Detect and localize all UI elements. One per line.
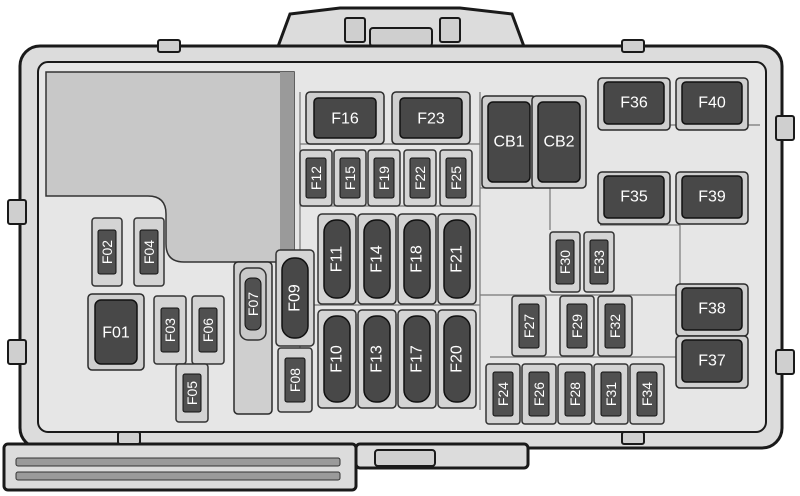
fuse-f17: F17: [397, 309, 437, 409]
fuse-f31-label: F31: [603, 382, 619, 406]
fuse-f05: F05: [175, 363, 209, 423]
fuse-f09-label: F09: [287, 284, 304, 312]
fuse-f26: F26: [521, 363, 557, 425]
fuse-f12-label: F12: [308, 166, 324, 190]
fuse-f35: F35: [597, 171, 671, 225]
blank-panel: [45, 71, 295, 263]
fuse-f03-label: F03: [162, 318, 178, 342]
fuse-f20-label: F20: [449, 345, 466, 373]
fuse-f06-label: F06: [200, 318, 216, 342]
fuse-f15-label: F15: [342, 166, 358, 190]
fuse-f07: F07: [233, 261, 273, 415]
fuse-f08-label: F08: [287, 368, 303, 392]
fuse-f24-label: F24: [495, 382, 511, 406]
fuse-f19: F19: [367, 149, 401, 207]
top-latch: [273, 6, 529, 54]
fuse-f14-label: F14: [369, 245, 386, 273]
fuse-f25-label: F25: [448, 166, 464, 190]
fuse-f40: F40: [675, 77, 749, 131]
fuse-f36: F36: [597, 77, 671, 131]
circuit-breaker-cb2: CB2: [531, 95, 587, 189]
fuse-f10-label: F10: [329, 345, 346, 373]
fuse-f27-label: F27: [521, 314, 537, 338]
fuse-f36-label: F36: [620, 95, 648, 112]
fuse-f05-label: F05: [184, 381, 200, 405]
fuse-f21-label: F21: [449, 245, 466, 273]
fuse-f09: F09: [275, 249, 315, 347]
circuit-breaker-cb2-label: CB2: [543, 134, 574, 151]
fuse-f13: F13: [357, 309, 397, 409]
fuse-f13-label: F13: [369, 345, 386, 373]
fuse-f29: F29: [559, 295, 595, 357]
fuse-f30: F30: [549, 231, 581, 293]
fuse-f35-label: F35: [620, 189, 648, 206]
fuse-f04: F04: [133, 217, 165, 287]
fuse-f22: F22: [403, 149, 437, 207]
fuse-f02-label: F02: [99, 240, 115, 264]
fuse-f25: F25: [439, 149, 473, 207]
circuit-breaker-cb1: CB1: [481, 95, 537, 189]
fuse-f22-label: F22: [412, 166, 428, 190]
fuse-f33-label: F33: [591, 250, 607, 274]
bottom-connector: [2, 442, 530, 492]
fuse-f34: F34: [629, 363, 665, 425]
fuse-f16-label: F16: [331, 111, 359, 128]
circuit-breaker-cb1-label: CB1: [493, 134, 524, 151]
fuse-f11: F11: [317, 213, 357, 305]
fuse-f31: F31: [593, 363, 629, 425]
fuse-f21: F21: [437, 213, 477, 305]
fuse-f33: F33: [583, 231, 615, 293]
fuse-f23-label: F23: [417, 111, 445, 128]
fuse-f32: F32: [597, 295, 633, 357]
fuse-f28-label: F28: [567, 382, 583, 406]
fuse-f15: F15: [333, 149, 367, 207]
fuse-f06: F06: [191, 295, 225, 365]
fuse-f12: F12: [299, 149, 333, 207]
fuse-f23: F23: [391, 91, 471, 145]
fuse-f01: F01: [87, 293, 145, 371]
fuse-f18: F18: [397, 213, 437, 305]
fuse-f16: F16: [305, 91, 385, 145]
fuse-f11-label: F11: [329, 246, 346, 272]
fuse-f37-label: F37: [698, 353, 726, 370]
fuse-f03: F03: [153, 295, 187, 365]
fuse-f32-label: F32: [607, 314, 623, 338]
fuse-f39: F39: [675, 171, 749, 225]
fuse-f17-label: F17: [409, 345, 426, 373]
fuse-f07-label: F07: [245, 292, 261, 316]
fuse-f38-label: F38: [698, 301, 726, 318]
fuse-f37: F37: [675, 335, 749, 389]
fuse-f24: F24: [485, 363, 521, 425]
fuse-f38: F38: [675, 283, 749, 337]
fuse-f30-label: F30: [557, 250, 573, 274]
fuse-f18-label: F18: [409, 245, 426, 273]
fuse-f02: F02: [91, 217, 123, 287]
fuse-f01-label: F01: [102, 325, 130, 342]
fuse-f08: F08: [277, 347, 313, 413]
fuse-f27: F27: [511, 295, 547, 357]
fuse-f39-label: F39: [698, 189, 726, 206]
fuse-f10: F10: [317, 309, 357, 409]
fuse-f40-label: F40: [698, 95, 726, 112]
fuse-f14: F14: [357, 213, 397, 305]
fuse-f28: F28: [557, 363, 593, 425]
fuse-f04-label: F04: [141, 240, 157, 264]
fuse-f29-label: F29: [569, 314, 585, 338]
fuse-f26-label: F26: [531, 382, 547, 406]
side-clips: [7, 39, 795, 445]
fuse-f19-label: F19: [376, 166, 392, 190]
fuse-f34-label: F34: [639, 382, 655, 406]
fuse-f20: F20: [437, 309, 477, 409]
